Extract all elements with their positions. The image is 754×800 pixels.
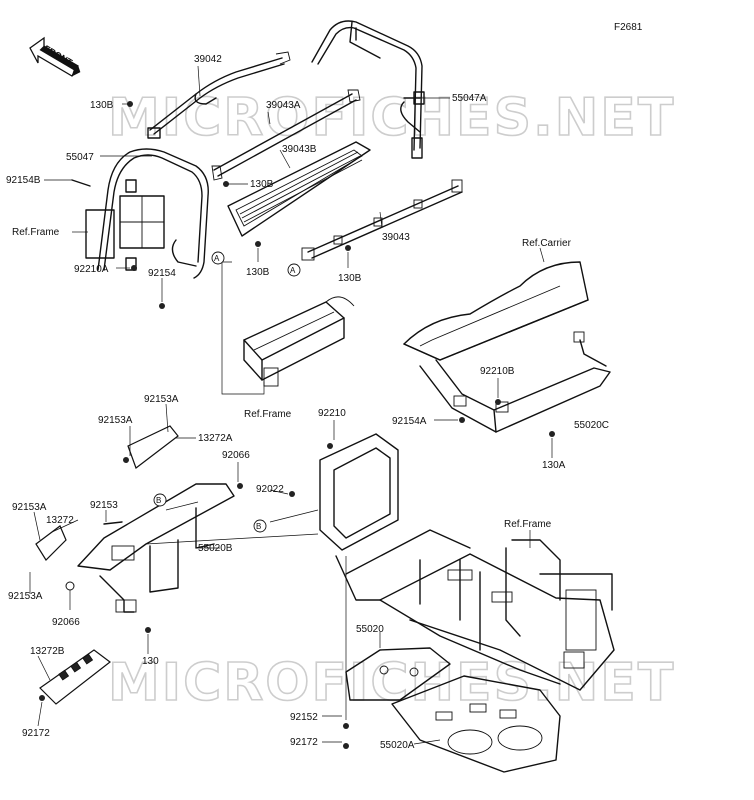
label-92210a: 92210A bbox=[74, 264, 109, 275]
label-92154: 92154 bbox=[148, 268, 176, 279]
skid-plate-55020 bbox=[345, 647, 451, 701]
label-92066-bottom: 92066 bbox=[52, 617, 80, 628]
callout-a-lower: A bbox=[287, 263, 301, 277]
label-92022: 92022 bbox=[256, 484, 284, 495]
figure-code: F2681 bbox=[614, 22, 643, 33]
label-55047: 55047 bbox=[66, 152, 94, 163]
frame-inset bbox=[243, 296, 355, 387]
label-ref-frame-mid: Ref.Frame bbox=[244, 409, 292, 420]
callout-b-lower: B bbox=[253, 519, 267, 533]
label-130b-mid: 130B bbox=[250, 179, 274, 190]
hardware bbox=[39, 101, 555, 749]
svg-text:A: A bbox=[214, 254, 220, 263]
callout-a-upper: A bbox=[211, 251, 225, 265]
guard-13272 bbox=[35, 525, 67, 561]
label-92210b: 92210B bbox=[480, 366, 515, 377]
leader-lines bbox=[29, 65, 553, 745]
label-55020b: 55020B bbox=[198, 543, 233, 554]
svg-text:B: B bbox=[256, 522, 261, 531]
label-92153a-top: 92153A bbox=[144, 394, 179, 405]
label-39043b: 39043B bbox=[282, 144, 317, 155]
label-ref-frame-left: Ref.Frame bbox=[12, 227, 60, 238]
label-130b-right: 130B bbox=[338, 273, 362, 284]
rail-39042 bbox=[149, 51, 291, 135]
cargo-bed-ref-carrier bbox=[403, 261, 589, 361]
rollbar-front-55047 bbox=[85, 127, 209, 279]
label-55020: 55020 bbox=[356, 624, 384, 635]
rail-39043a bbox=[211, 89, 361, 181]
label-92154b: 92154B bbox=[6, 175, 41, 186]
bumper-55020b bbox=[77, 483, 235, 613]
label-ref-carrier: Ref.Carrier bbox=[522, 238, 572, 249]
rollbar-rear-55047a bbox=[311, 20, 425, 159]
skid-plate-55020a bbox=[391, 675, 561, 773]
label-92152: 92152 bbox=[290, 712, 318, 723]
label-130a: 130A bbox=[542, 460, 566, 471]
label-130b-top: 130B bbox=[90, 100, 114, 111]
label-55020c: 55020C bbox=[574, 420, 609, 431]
label-92153a-left: 92153A bbox=[12, 502, 47, 513]
rail-39043 bbox=[301, 179, 463, 261]
label-55047a: 55047A bbox=[452, 93, 487, 104]
label-ref-frame-right: Ref.Frame bbox=[504, 519, 552, 530]
watermark-bottom: MICROFICHES.NET bbox=[108, 653, 675, 713]
main-frame bbox=[319, 433, 615, 691]
label-39043a: 39043A bbox=[266, 100, 301, 111]
label-130b-lower: 130B bbox=[246, 267, 270, 278]
label-92066-top: 92066 bbox=[222, 450, 250, 461]
bumper-55020c bbox=[419, 331, 611, 433]
label-92153: 92153 bbox=[90, 500, 118, 511]
callout-b-upper: B bbox=[153, 493, 167, 507]
label-92172-left: 92172 bbox=[22, 728, 50, 739]
part-labels: 39042 130B 39043A 55047A 39043B 55047 92… bbox=[6, 54, 609, 751]
svg-text:A: A bbox=[290, 266, 296, 275]
label-55020a: 55020A bbox=[380, 740, 415, 751]
board-39043b bbox=[227, 141, 371, 237]
label-39042: 39042 bbox=[194, 54, 222, 65]
label-92172-right: 92172 bbox=[290, 737, 318, 748]
guard-13272b bbox=[39, 649, 111, 705]
guard-13272a bbox=[127, 425, 179, 469]
label-130: 130 bbox=[142, 656, 159, 667]
svg-text:B: B bbox=[156, 496, 161, 505]
label-39043: 39043 bbox=[382, 232, 410, 243]
label-92154a: 92154A bbox=[392, 416, 427, 427]
front-arrow-icon: FRONT bbox=[29, 36, 81, 77]
label-92210: 92210 bbox=[318, 408, 346, 419]
label-92153a-bottom: 92153A bbox=[8, 591, 43, 602]
label-92153a-mid: 92153A bbox=[98, 415, 133, 426]
label-13272a: 13272A bbox=[198, 433, 233, 444]
label-13272: 13272 bbox=[46, 515, 74, 526]
label-13272b: 13272B bbox=[30, 646, 65, 657]
